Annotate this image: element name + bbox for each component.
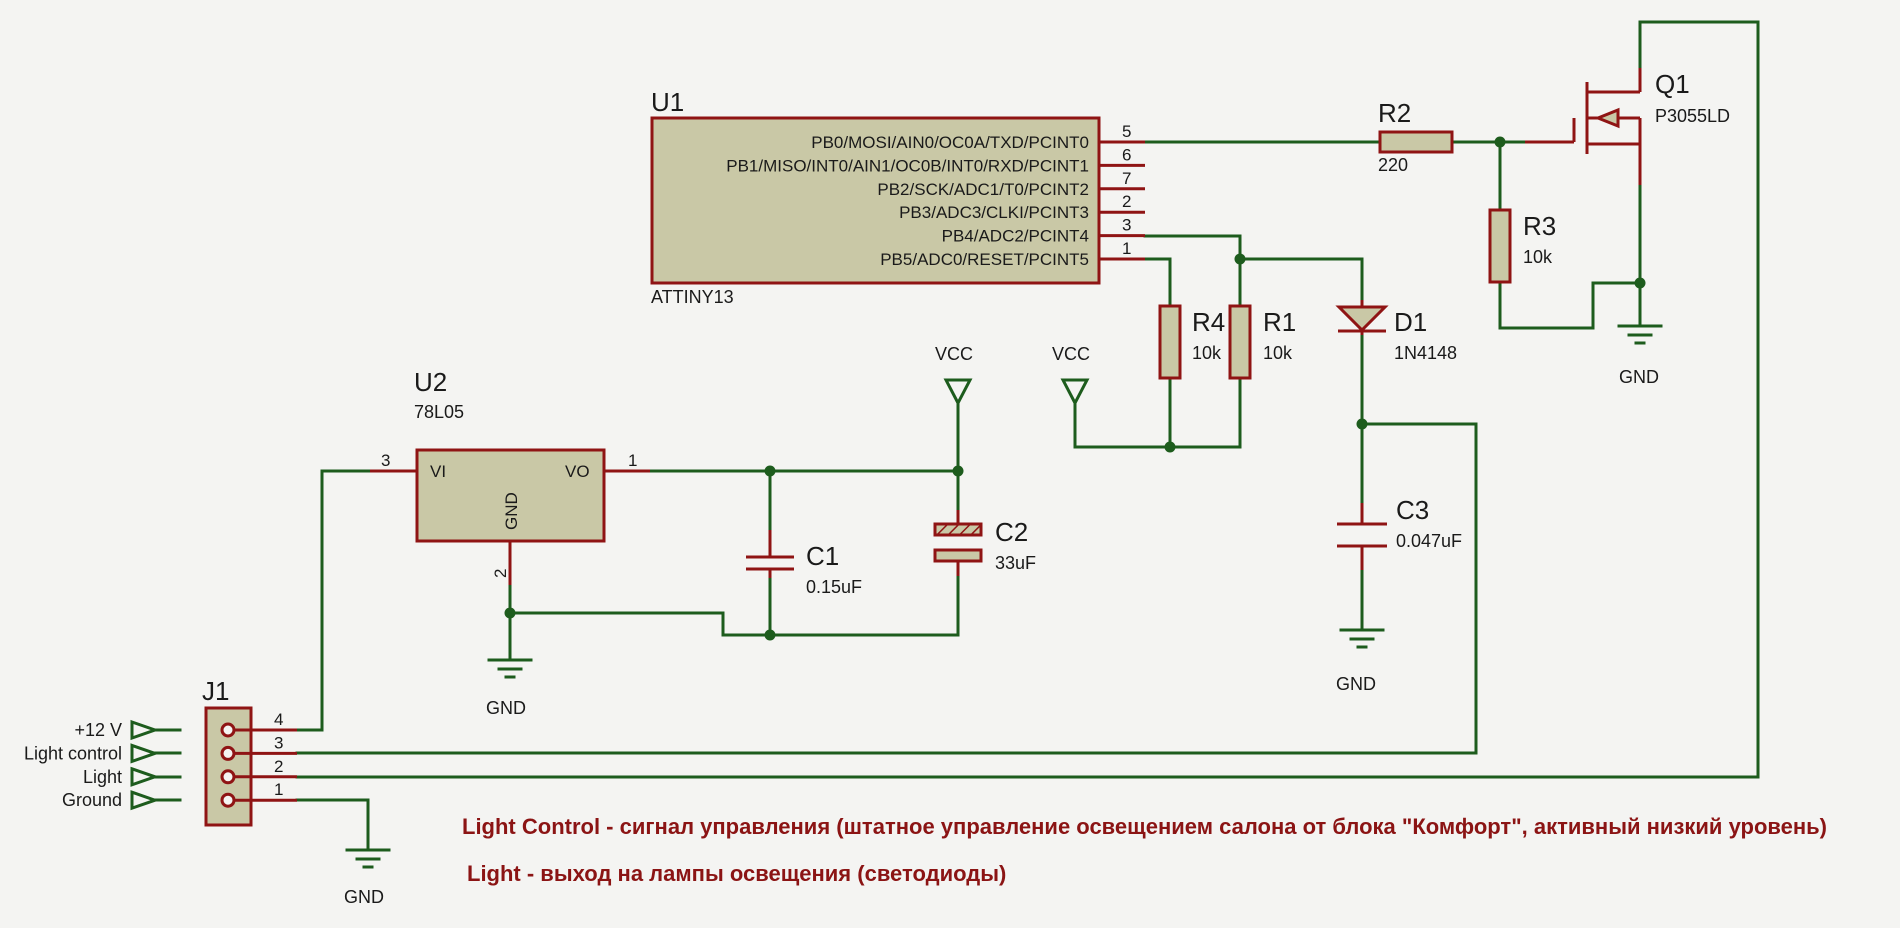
gnd-label: GND [1336,674,1376,694]
u2-pin-vi: 3 [381,451,390,470]
u2-vi-label: VI [430,462,446,481]
r1-ref: R1 [1263,307,1296,337]
junction [1164,441,1176,453]
r2-value: 220 [1378,155,1408,175]
u2-vo-label: VO [565,462,590,481]
c3-value: 0.047uF [1396,531,1462,551]
u1-pin-name: PB5/ADC0/RESET/PCINT5 [880,250,1089,269]
junction [764,465,776,477]
junction [1234,253,1246,265]
gnd-symbol: GND [1336,628,1385,694]
j1-ref: J1 [202,676,229,706]
r2-ref: R2 [1378,98,1411,128]
u1-pin-name: PB1/MISO/INT0/AIN1/OC0B/INT0/RXD/PCINT1 [726,156,1089,175]
u1-attiny13: U1 ATTINY13 PB0/MOSI/AIN0/OC0A/TXD/PCINT… [650,87,1145,307]
q1-ref: Q1 [1655,69,1690,99]
r1-value: 10k [1263,343,1293,363]
c3-capacitor: C3 0.047uF [1337,495,1462,570]
u1-ref: U1 [651,87,684,117]
vcc-symbol: VCC [1052,344,1090,407]
c1-ref: C1 [806,541,839,571]
u2-ref: U2 [414,367,447,397]
u2-regulator: U2 78L05 VI VO GND 3 1 2 [370,367,650,585]
j1-pin-number: 4 [274,710,283,729]
gnd-label: GND [344,887,384,907]
j1-pin-contact [220,769,236,785]
gnd-symbol: GND [486,658,533,718]
u1-pin-name: PB4/ADC2/PCINT4 [942,227,1089,246]
r2-resistor: R2 220 [1378,98,1454,175]
junctions [504,136,1646,641]
j1-pin-label: +12 V [74,720,122,740]
r3-ref: R3 [1523,211,1556,241]
j1-pin-label: Light [83,767,122,787]
junction [1494,136,1506,148]
u1-pin-name: PB3/ADC3/CLKI/PCINT3 [899,203,1089,222]
d1-value: 1N4148 [1394,343,1457,363]
junction [1634,277,1646,289]
gnd-symbol: GND [344,848,391,907]
q1-value: P3055LD [1655,106,1730,126]
u2-pin-gnd: 2 [491,569,510,578]
junction [764,629,776,641]
j1-pin-contact [220,722,236,738]
j1-pin-label: Light control [24,743,122,763]
gnd-label: GND [1619,367,1659,387]
u1-pin-number: 1 [1122,239,1131,258]
vcc-label: VCC [935,344,973,364]
r3-value: 10k [1523,247,1553,267]
r3-resistor: R3 10k [1488,208,1556,284]
note-light-control: Light Control - сигнал управления (штатн… [462,814,1827,839]
junction [1356,418,1368,430]
j1-pin-number: 1 [274,780,283,799]
c3-ref: C3 [1396,495,1429,525]
r4-ref: R4 [1192,307,1225,337]
u1-pin-number: 3 [1122,216,1131,235]
d1-ref: D1 [1394,307,1427,337]
gnd-symbol: GND [1617,324,1663,387]
u1-pin-number: 5 [1122,122,1131,141]
u1-part: ATTINY13 [651,287,734,307]
c1-value: 0.15uF [806,577,862,597]
c2-ref: C2 [995,517,1028,547]
junction [952,465,964,477]
u1-pin-number: 6 [1122,145,1131,164]
terminal-arrow-icon [130,743,160,764]
u1-pins: PB0/MOSI/AIN0/OC0A/TXD/PCINT0 5PB1/MISO/I… [726,122,1145,269]
j1-pin-contact [220,745,236,761]
u1-pin-number: 7 [1122,169,1131,188]
u1-pin-name: PB2/SCK/ADC1/T0/PCINT2 [877,180,1089,199]
r4-value: 10k [1192,343,1222,363]
u1-pin-number: 2 [1122,192,1131,211]
vcc-label: VCC [1052,344,1090,364]
j1-pin-contact [220,792,236,808]
c2-capacitor: C2 33uF [933,510,1036,576]
terminal-arrow-icon [130,766,160,787]
c1-capacitor: C1 0.15uF [746,530,862,597]
note-light: Light - выход на лампы освещения (светод… [467,861,1006,886]
gnd-label: GND [486,698,526,718]
terminal-arrow-icon [130,719,160,741]
j1-pin-number: 2 [274,757,283,776]
r4-resistor: R4 10k [1158,304,1225,380]
junction [504,607,516,619]
u2-gnd-label: GND [502,492,521,530]
r1-resistor: R1 10k [1228,304,1296,380]
j1-pin-label: Ground [62,790,122,810]
j1-pin-number: 3 [274,733,283,752]
wires [153,20,1760,852]
d1-diode: D1 1N4148 [1335,300,1457,363]
q1-mosfet: Q1 P3055LD [1525,68,1730,185]
u2-pin-vo: 1 [628,451,637,470]
terminal-arrow-icon [130,790,160,811]
vcc-symbol: VCC [935,344,973,407]
u1-pin-name: PB0/MOSI/AIN0/OC0A/TXD/PCINT0 [811,133,1089,152]
c2-value: 33uF [995,553,1036,573]
u2-value: 78L05 [414,402,464,422]
